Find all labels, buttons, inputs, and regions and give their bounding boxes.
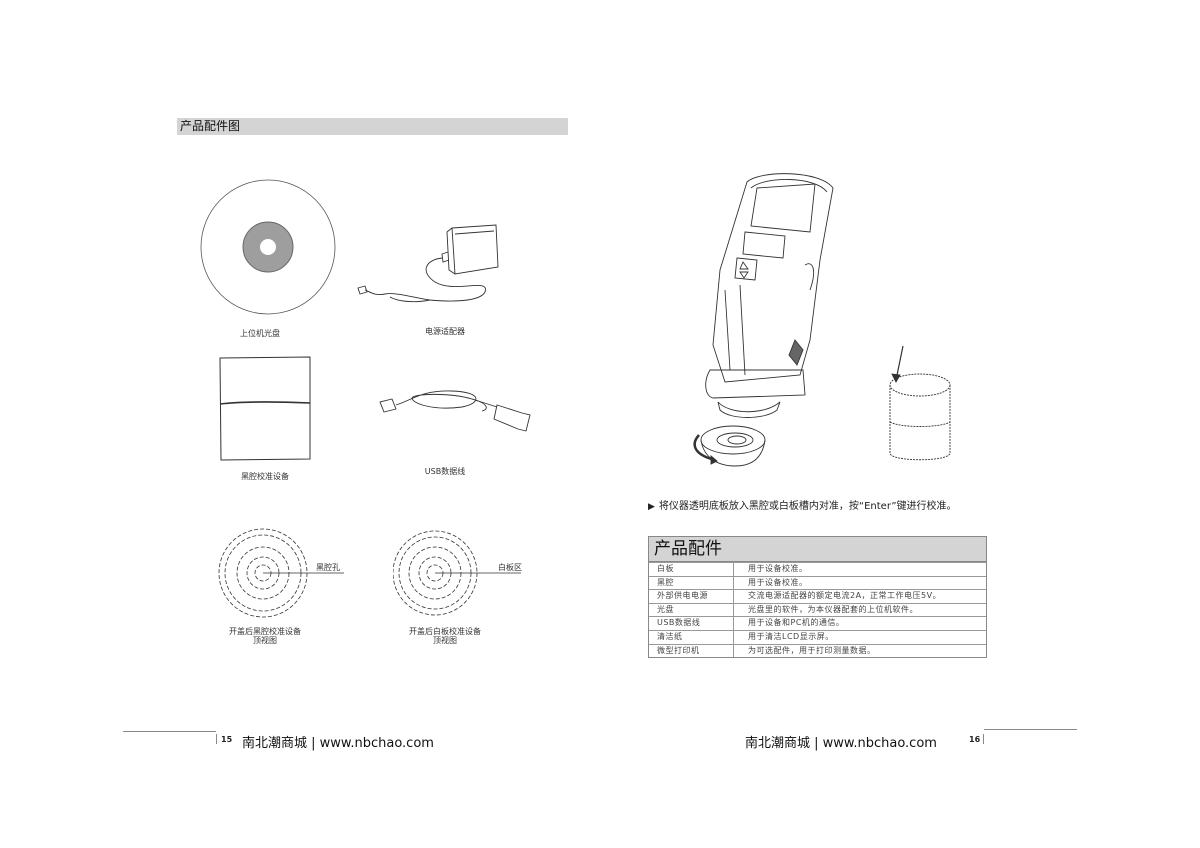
- page-number-left: 15: [221, 735, 233, 744]
- accessory-description: 为可选配件，用于打印测量数据。: [748, 645, 876, 655]
- page-number-right: 16: [969, 735, 981, 744]
- black-cavity-top-view-caption-line1: 开盖后黑腔校准设备: [229, 627, 301, 636]
- black-cavity-device-icon: [219, 356, 311, 461]
- table-row: USB数据线 用于设备和PC机的通信。: [649, 616, 986, 630]
- accessories-table: 产品配件 白板 用于设备校准。 黑腔 用于设备校准。 外部供电电源 交流电源适配…: [648, 536, 987, 659]
- white-board-top-view-caption-line2: 顶视图: [433, 636, 457, 645]
- accessories-table-title: 产品配件: [649, 537, 986, 562]
- instruction-text: 将仪器透明底板放入黑腔或白板槽内对准，按“Enter”键进行校准。: [658, 501, 957, 512]
- footer-rule-right: [984, 729, 1077, 730]
- accessory-name: 微型打印机: [649, 644, 734, 658]
- black-cavity-device-caption: 黑腔校准设备: [241, 472, 289, 481]
- power-adapter-icon: [357, 224, 499, 303]
- accessory-description: 用于设备和PC机的通信。: [748, 618, 845, 628]
- accessory-name: 清洁纸: [649, 630, 734, 644]
- colorimeter-device-illustration: [693, 173, 951, 467]
- footer-brand-left: 南北潮商城 | www.nbchao.com: [242, 736, 434, 751]
- section-title-accessories-diagram: 产品配件图: [177, 118, 568, 135]
- black-cavity-top-view-caption-line2: 顶视图: [253, 636, 277, 645]
- table-row: 黑腔 用于设备校准。: [649, 575, 986, 590]
- accessory-description: 光盘里的软件，为本仪器配套的上位机软件。: [748, 604, 918, 614]
- black-cavity-hole-callout: 黑腔孔: [316, 563, 340, 572]
- white-board-area-callout: 白板区: [498, 563, 522, 572]
- footer-tick-right: [983, 734, 984, 744]
- accessory-name: 外部供电电源: [649, 590, 734, 603]
- accessory-description: 用于设备校准。: [748, 564, 808, 573]
- cd-disc-icon: [200, 179, 336, 315]
- table-row: 光盘 光盘里的软件，为本仪器配套的上位机软件。: [649, 602, 986, 617]
- table-row: 外部供电电源 交流电源适配器的额定电流2A，正常工作电压5V。: [649, 589, 986, 603]
- accessory-description: 用于清洁LCD显示屏。: [748, 631, 834, 641]
- accessory-name: 光盘: [649, 603, 734, 617]
- table-row: 白板 用于设备校准。: [649, 562, 986, 576]
- accessory-name: 黑腔: [649, 576, 734, 590]
- white-board-top-view-icon: [393, 530, 521, 616]
- black-cavity-top-view-icon: [218, 528, 344, 618]
- calibration-instruction: ▶将仪器透明底板放入黑腔或白板槽内对准，按“Enter”键进行校准。: [648, 497, 957, 512]
- accessory-name: USB数据线: [649, 617, 734, 630]
- table-row: 微型打印机 为可选配件，用于打印测量数据。: [649, 643, 986, 658]
- footer-tick-left: [216, 734, 217, 744]
- power-adapter-caption: 电源适配器: [425, 327, 465, 336]
- accessory-description: 用于设备校准。: [748, 577, 808, 587]
- usb-cable-icon: [379, 390, 531, 432]
- footer-rule-left: [123, 731, 216, 732]
- cd-caption: 上位机光盘: [240, 329, 280, 338]
- white-board-top-view-caption-line1: 开盖后白板校准设备: [409, 627, 481, 636]
- accessory-name: 白板: [649, 563, 734, 576]
- accessory-description: 交流电源适配器的额定电流2A，正常工作电压5V。: [748, 591, 942, 601]
- table-row: 清洁纸 用于清洁LCD显示屏。: [649, 629, 986, 644]
- usb-cable-caption: USB数据线: [424, 467, 466, 476]
- play-triangle-icon: ▶: [648, 502, 655, 512]
- footer-brand-right: 南北潮商城 | www.nbchao.com: [745, 736, 937, 751]
